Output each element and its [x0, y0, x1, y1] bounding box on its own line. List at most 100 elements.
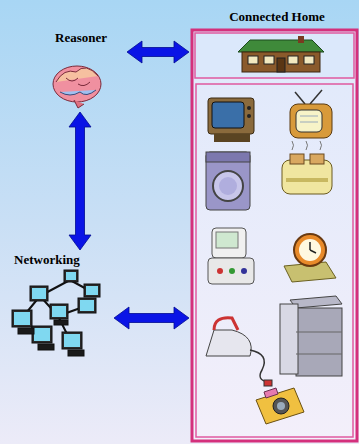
old-tv-icon — [290, 90, 332, 138]
house-icon — [264, 56, 274, 64]
washer-icon — [206, 152, 250, 162]
old-tv-icon — [310, 90, 322, 104]
network-icon — [52, 306, 66, 317]
camera-icon — [256, 388, 304, 424]
network-icon — [64, 270, 78, 282]
iron-icon — [214, 318, 238, 330]
home-frame — [196, 84, 353, 437]
brain-icon — [66, 78, 90, 86]
node-area: Reasoner — [35, 30, 125, 110]
house-icon — [238, 36, 324, 72]
clock-icon — [310, 250, 316, 253]
double-arrow — [69, 112, 91, 250]
blender-icon — [241, 268, 247, 274]
washer-icon — [206, 152, 250, 210]
toaster-icon — [310, 154, 324, 164]
node-label: Reasoner — [35, 30, 125, 46]
network-icon — [32, 288, 46, 299]
washer-icon — [213, 171, 243, 201]
fridge-icon — [296, 354, 342, 355]
network-icon — [78, 298, 96, 313]
network-icon — [18, 320, 84, 356]
toaster-icon — [282, 141, 332, 194]
network-icon — [54, 320, 68, 325]
network-icon — [30, 286, 48, 301]
camera-icon — [273, 398, 289, 414]
network-icon — [18, 328, 34, 334]
camera-icon — [264, 388, 278, 398]
network-icon — [84, 284, 100, 297]
brain-icon — [74, 100, 84, 108]
node-label: Networking — [8, 252, 112, 268]
network-icon — [66, 272, 76, 280]
blender-icon — [212, 228, 246, 258]
network-icon — [32, 326, 52, 343]
television-icon — [212, 102, 244, 128]
node-area: Connected Home — [191, 9, 359, 442]
house-icon — [277, 58, 285, 72]
toaster-icon — [290, 154, 304, 164]
camera-icon — [256, 388, 304, 424]
home-frame — [195, 33, 354, 78]
home-frame — [192, 30, 357, 441]
brain-icon — [53, 66, 101, 102]
clock-icon — [299, 239, 321, 261]
house-icon — [298, 36, 304, 43]
fridge-icon — [296, 308, 342, 376]
camera-icon — [277, 402, 285, 410]
home-frame — [192, 30, 357, 441]
iron-icon — [264, 380, 272, 386]
house-icon — [242, 52, 320, 72]
network-icon — [12, 270, 100, 349]
old-tv-icon — [295, 92, 305, 104]
network-icon — [12, 270, 100, 356]
fridge-icon — [296, 332, 342, 333]
television-icon — [247, 114, 251, 118]
washer-icon — [206, 152, 250, 210]
old-tv-icon — [290, 104, 332, 138]
network-icon — [62, 332, 82, 349]
network-icon — [68, 350, 84, 356]
iron-icon — [206, 330, 251, 356]
television-icon — [208, 98, 254, 142]
blender-icon — [208, 228, 254, 284]
clock-icon — [284, 234, 336, 282]
fridge-icon — [280, 296, 342, 376]
double-arrow — [127, 41, 189, 63]
fridge-icon — [280, 304, 298, 374]
network-icon — [64, 334, 80, 347]
brain-icon — [53, 66, 101, 108]
network-icon — [14, 312, 30, 325]
iron-icon — [206, 318, 272, 386]
network-icon — [38, 344, 54, 350]
blender-icon — [229, 268, 235, 274]
toaster-icon — [292, 141, 322, 150]
network-icon — [14, 272, 98, 347]
node-area: Networking — [8, 252, 112, 364]
washer-icon — [219, 177, 237, 195]
blender-icon — [208, 258, 254, 284]
iron-icon — [250, 350, 268, 382]
clock-icon — [294, 234, 326, 266]
node-label: Connected Home — [191, 9, 359, 25]
brain-icon — [56, 68, 98, 82]
network-icon — [50, 304, 68, 319]
old-tv-icon — [300, 116, 318, 117]
clock-icon — [309, 242, 311, 250]
television-icon — [247, 106, 251, 110]
double-arrow — [114, 307, 189, 329]
network-icon — [34, 328, 50, 341]
toaster-icon — [286, 178, 328, 182]
television-icon — [214, 134, 250, 142]
network-icon — [80, 300, 94, 311]
old-tv-icon — [296, 110, 322, 132]
house-icon — [238, 40, 324, 52]
house-icon — [288, 56, 298, 64]
old-tv-icon — [300, 122, 318, 123]
house-icon — [304, 56, 314, 64]
network-icon — [86, 286, 98, 295]
television-icon — [208, 98, 254, 134]
blender-icon — [216, 232, 238, 248]
